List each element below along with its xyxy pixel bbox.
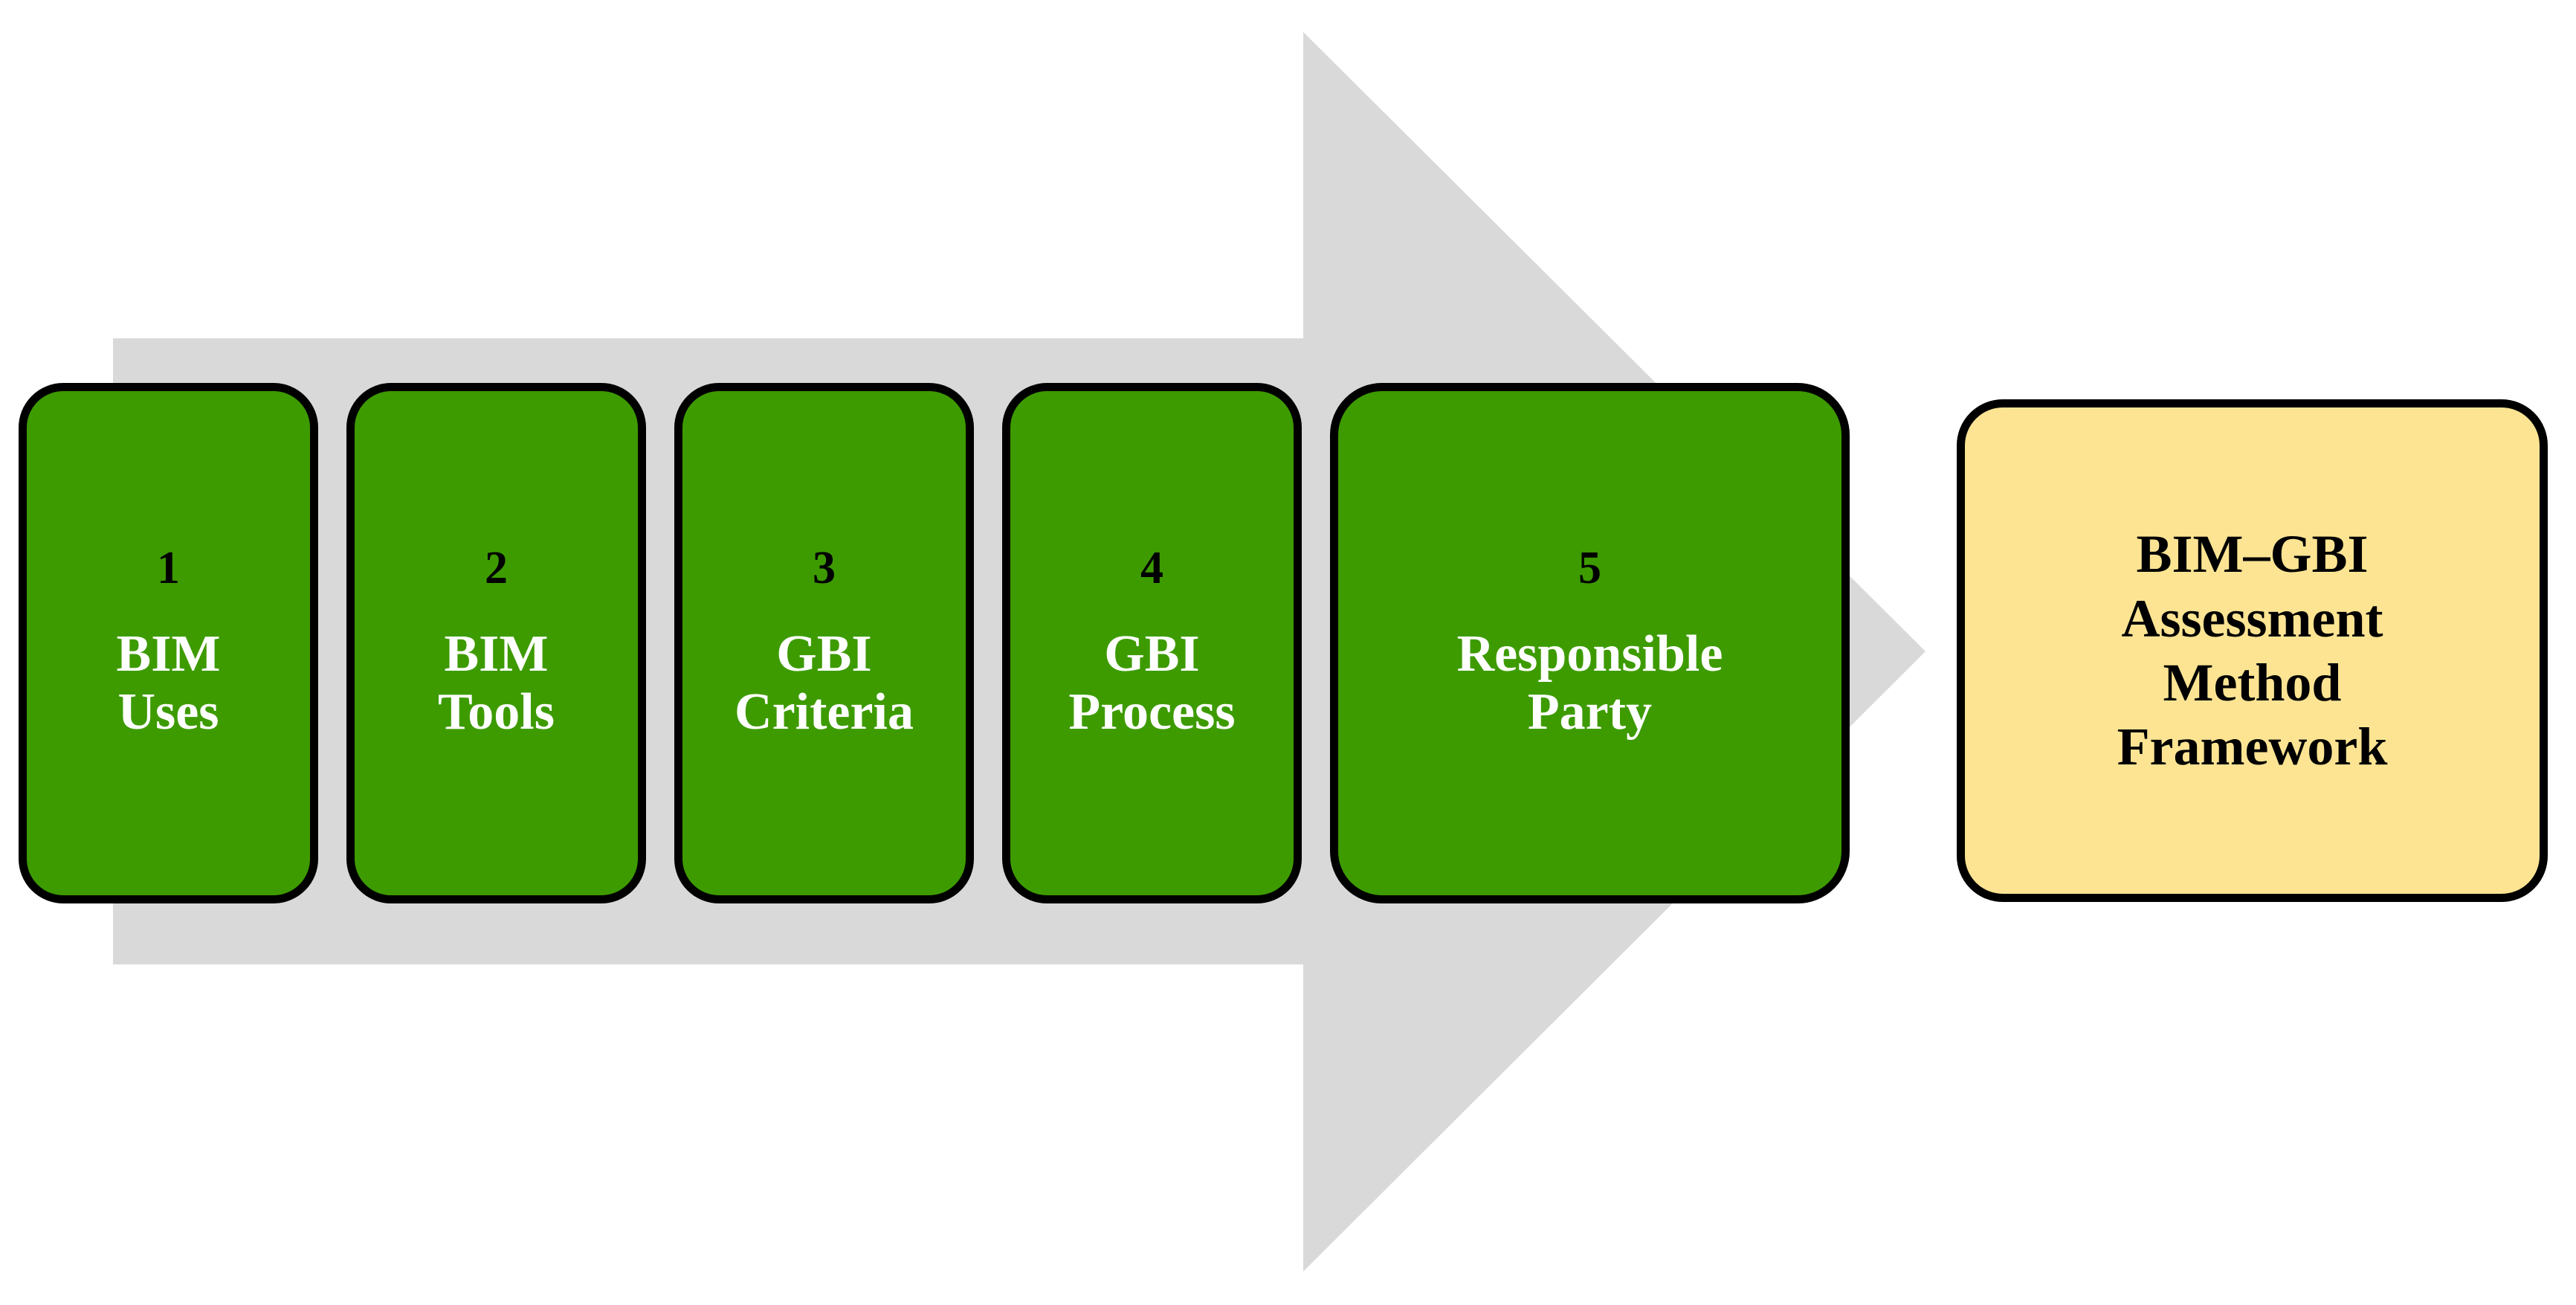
stage-box-3[interactable]: 3 GBI Criteria [674, 383, 974, 903]
outcome-label: BIM–GBI Assessment Method Framework [2117, 524, 2388, 777]
stage-label-3: GBI Criteria [735, 625, 914, 741]
stage-box-1[interactable]: 1 BIM Uses [19, 383, 318, 903]
stage-label-4: GBI Process [1068, 625, 1236, 741]
stage-number-1: 1 [157, 542, 180, 593]
stage-label-5: Responsible Party [1456, 625, 1723, 741]
stage-number-5: 5 [1578, 542, 1601, 593]
stage-number-2: 2 [485, 542, 508, 593]
stage-label-1: BIM Uses [116, 625, 221, 741]
stage-number-3: 3 [813, 542, 836, 593]
stage-box-4[interactable]: 4 GBI Process [1002, 383, 1302, 903]
stage-label-2: BIM Tools [438, 625, 555, 741]
stage-box-5[interactable]: 5 Responsible Party [1330, 383, 1850, 903]
outcome-box[interactable]: BIM–GBI Assessment Method Framework [1957, 399, 2548, 902]
stage-box-2[interactable]: 2 BIM Tools [346, 383, 646, 903]
stage-number-4: 4 [1140, 542, 1163, 593]
